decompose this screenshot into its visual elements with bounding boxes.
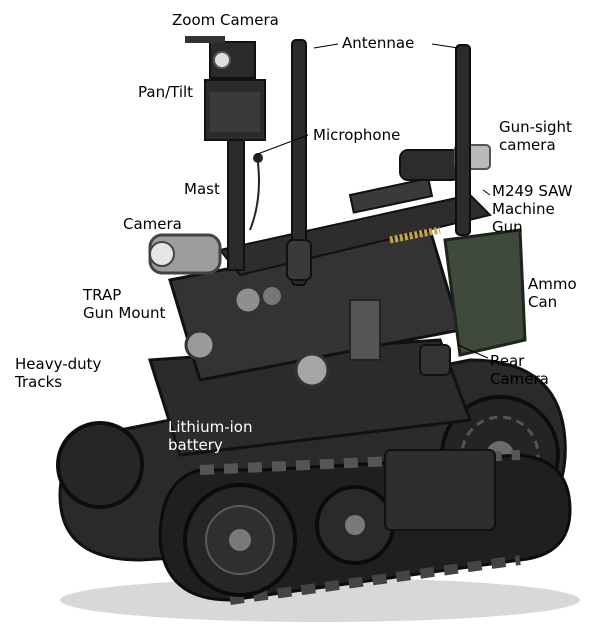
label-microphone: Microphone [313,126,401,144]
front-idler-wheel [56,421,144,509]
label-m249-saw: M249 SAW Machine Gun [492,182,573,236]
ammo-can [443,228,527,357]
label-trap-gun-mount: TRAP Gun Mount [83,286,166,322]
label-antennae: Antennae [342,34,415,52]
label-gun-sight-camera: Gun-sight camera [499,118,572,154]
label-camera: Camera [123,215,182,233]
side-camera-device [148,233,222,275]
leader-lines [254,43,491,359]
label-zoom-camera: Zoom Camera [172,11,279,29]
label-mast: Mast [184,180,220,198]
track-center-guard [384,449,496,531]
label-lithium-ion-battery: Lithium-ion battery [168,418,253,454]
left-antenna [291,39,307,286]
label-heavy-duty-tracks: Heavy-duty Tracks [15,355,102,391]
label-rear-camera: Rear Camera [490,352,549,388]
label-ammo-can: Ammo Can [528,275,577,311]
rear-camera-device [419,344,451,376]
front-track [158,449,572,605]
microphone-device [253,153,263,163]
mast [227,139,245,271]
label-pan-tilt: Pan/Tilt [138,83,194,101]
zoom-camera-device [185,36,256,79]
gun-sight-camera-device [399,144,491,181]
right-antenna [455,44,471,236]
